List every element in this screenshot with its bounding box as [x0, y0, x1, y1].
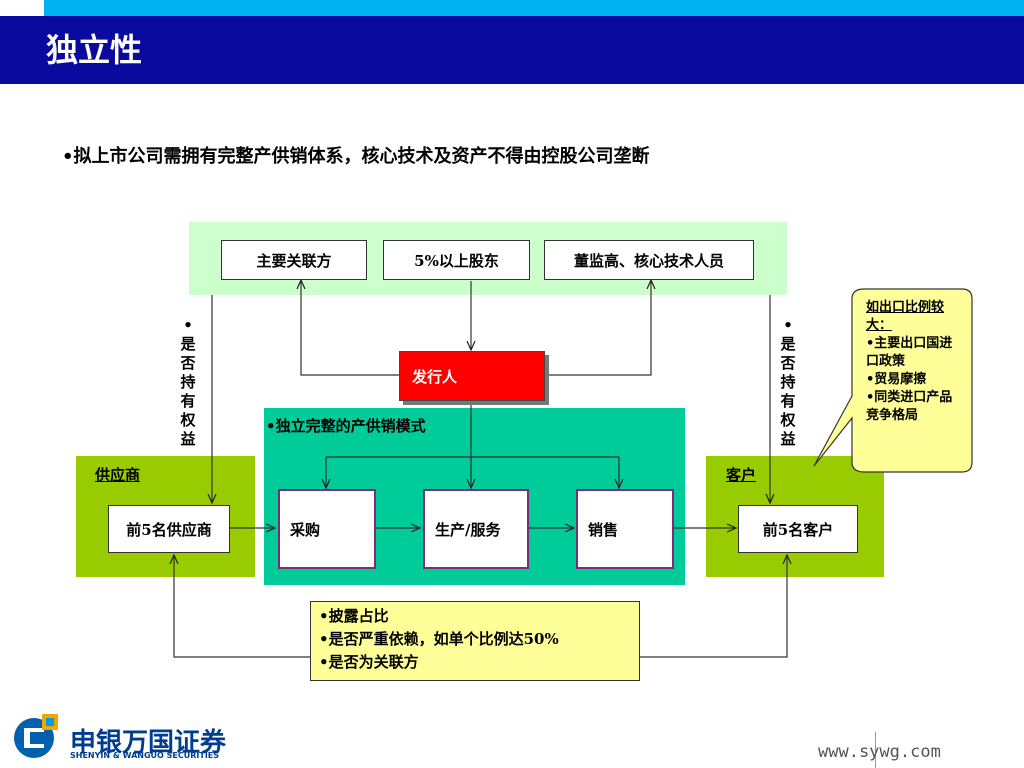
logo-chinese-name: 申银万国证券 — [70, 728, 227, 758]
callout-item: •主要出口国进口政策 — [866, 336, 953, 369]
supplier-group-title: 供应商 — [95, 466, 141, 484]
right-equity-label: •是否持有权益 — [780, 316, 796, 448]
customer-group-title: 客户 — [726, 466, 757, 484]
callout-heading: 如出口比例较大： — [866, 300, 945, 333]
arrow-issuer-related — [301, 281, 399, 376]
procurement-box: 采购 — [278, 489, 376, 569]
arrow-notes-supplier — [174, 556, 310, 658]
page-title: 独立性 — [46, 31, 143, 69]
notes-item: •是否严重依赖，如单个比例达50% — [319, 630, 559, 648]
callout-bubble — [813, 288, 973, 473]
callout-item: •贸易摩擦 — [866, 372, 927, 387]
shareholders-box: 5%以上股东 — [383, 240, 530, 280]
management-box: 董监高、核心技术人员 — [544, 240, 754, 280]
footer-divider — [875, 732, 876, 768]
notes-box: •披露占比 •是否严重依赖，如单个比例达50% •是否为关联方 — [310, 601, 640, 681]
customer-box: 前5名客户 — [738, 505, 858, 553]
arrow-issuer-management — [545, 281, 651, 376]
notes-item: •是否为关联方 — [319, 653, 419, 671]
website-link[interactable]: www.sywg.com — [818, 742, 941, 762]
title-bar — [0, 16, 1024, 84]
intro-bullet: •拟上市公司需拥有完整产供销体系，核心技术及资产不得由控股公司垄断 — [62, 146, 650, 167]
related-party-box: 主要关联方 — [221, 240, 367, 280]
issuer-box: 发行人 — [399, 351, 545, 401]
callout-item: •同类进口产品竞争格局 — [866, 390, 953, 423]
middle-group-title: •独立完整的产供销模式 — [266, 417, 426, 435]
logo-english-name: SHENYIN & WANGUO SECURITIES — [70, 751, 220, 760]
sales-box: 销售 — [576, 489, 674, 569]
supplier-box: 前5名供应商 — [108, 505, 230, 553]
company-logo-icon — [14, 714, 58, 758]
arrow-notes-customer — [640, 556, 787, 658]
left-equity-label: •是否持有权益 — [180, 316, 196, 448]
accent-strip — [0, 0, 1024, 16]
production-box: 生产/服务 — [423, 489, 529, 569]
callout-text: 如出口比例较大： •主要出口国进口政策 •贸易摩擦 •同类进口产品竞争格局 — [866, 299, 964, 425]
notes-item: •披露占比 — [319, 607, 389, 625]
